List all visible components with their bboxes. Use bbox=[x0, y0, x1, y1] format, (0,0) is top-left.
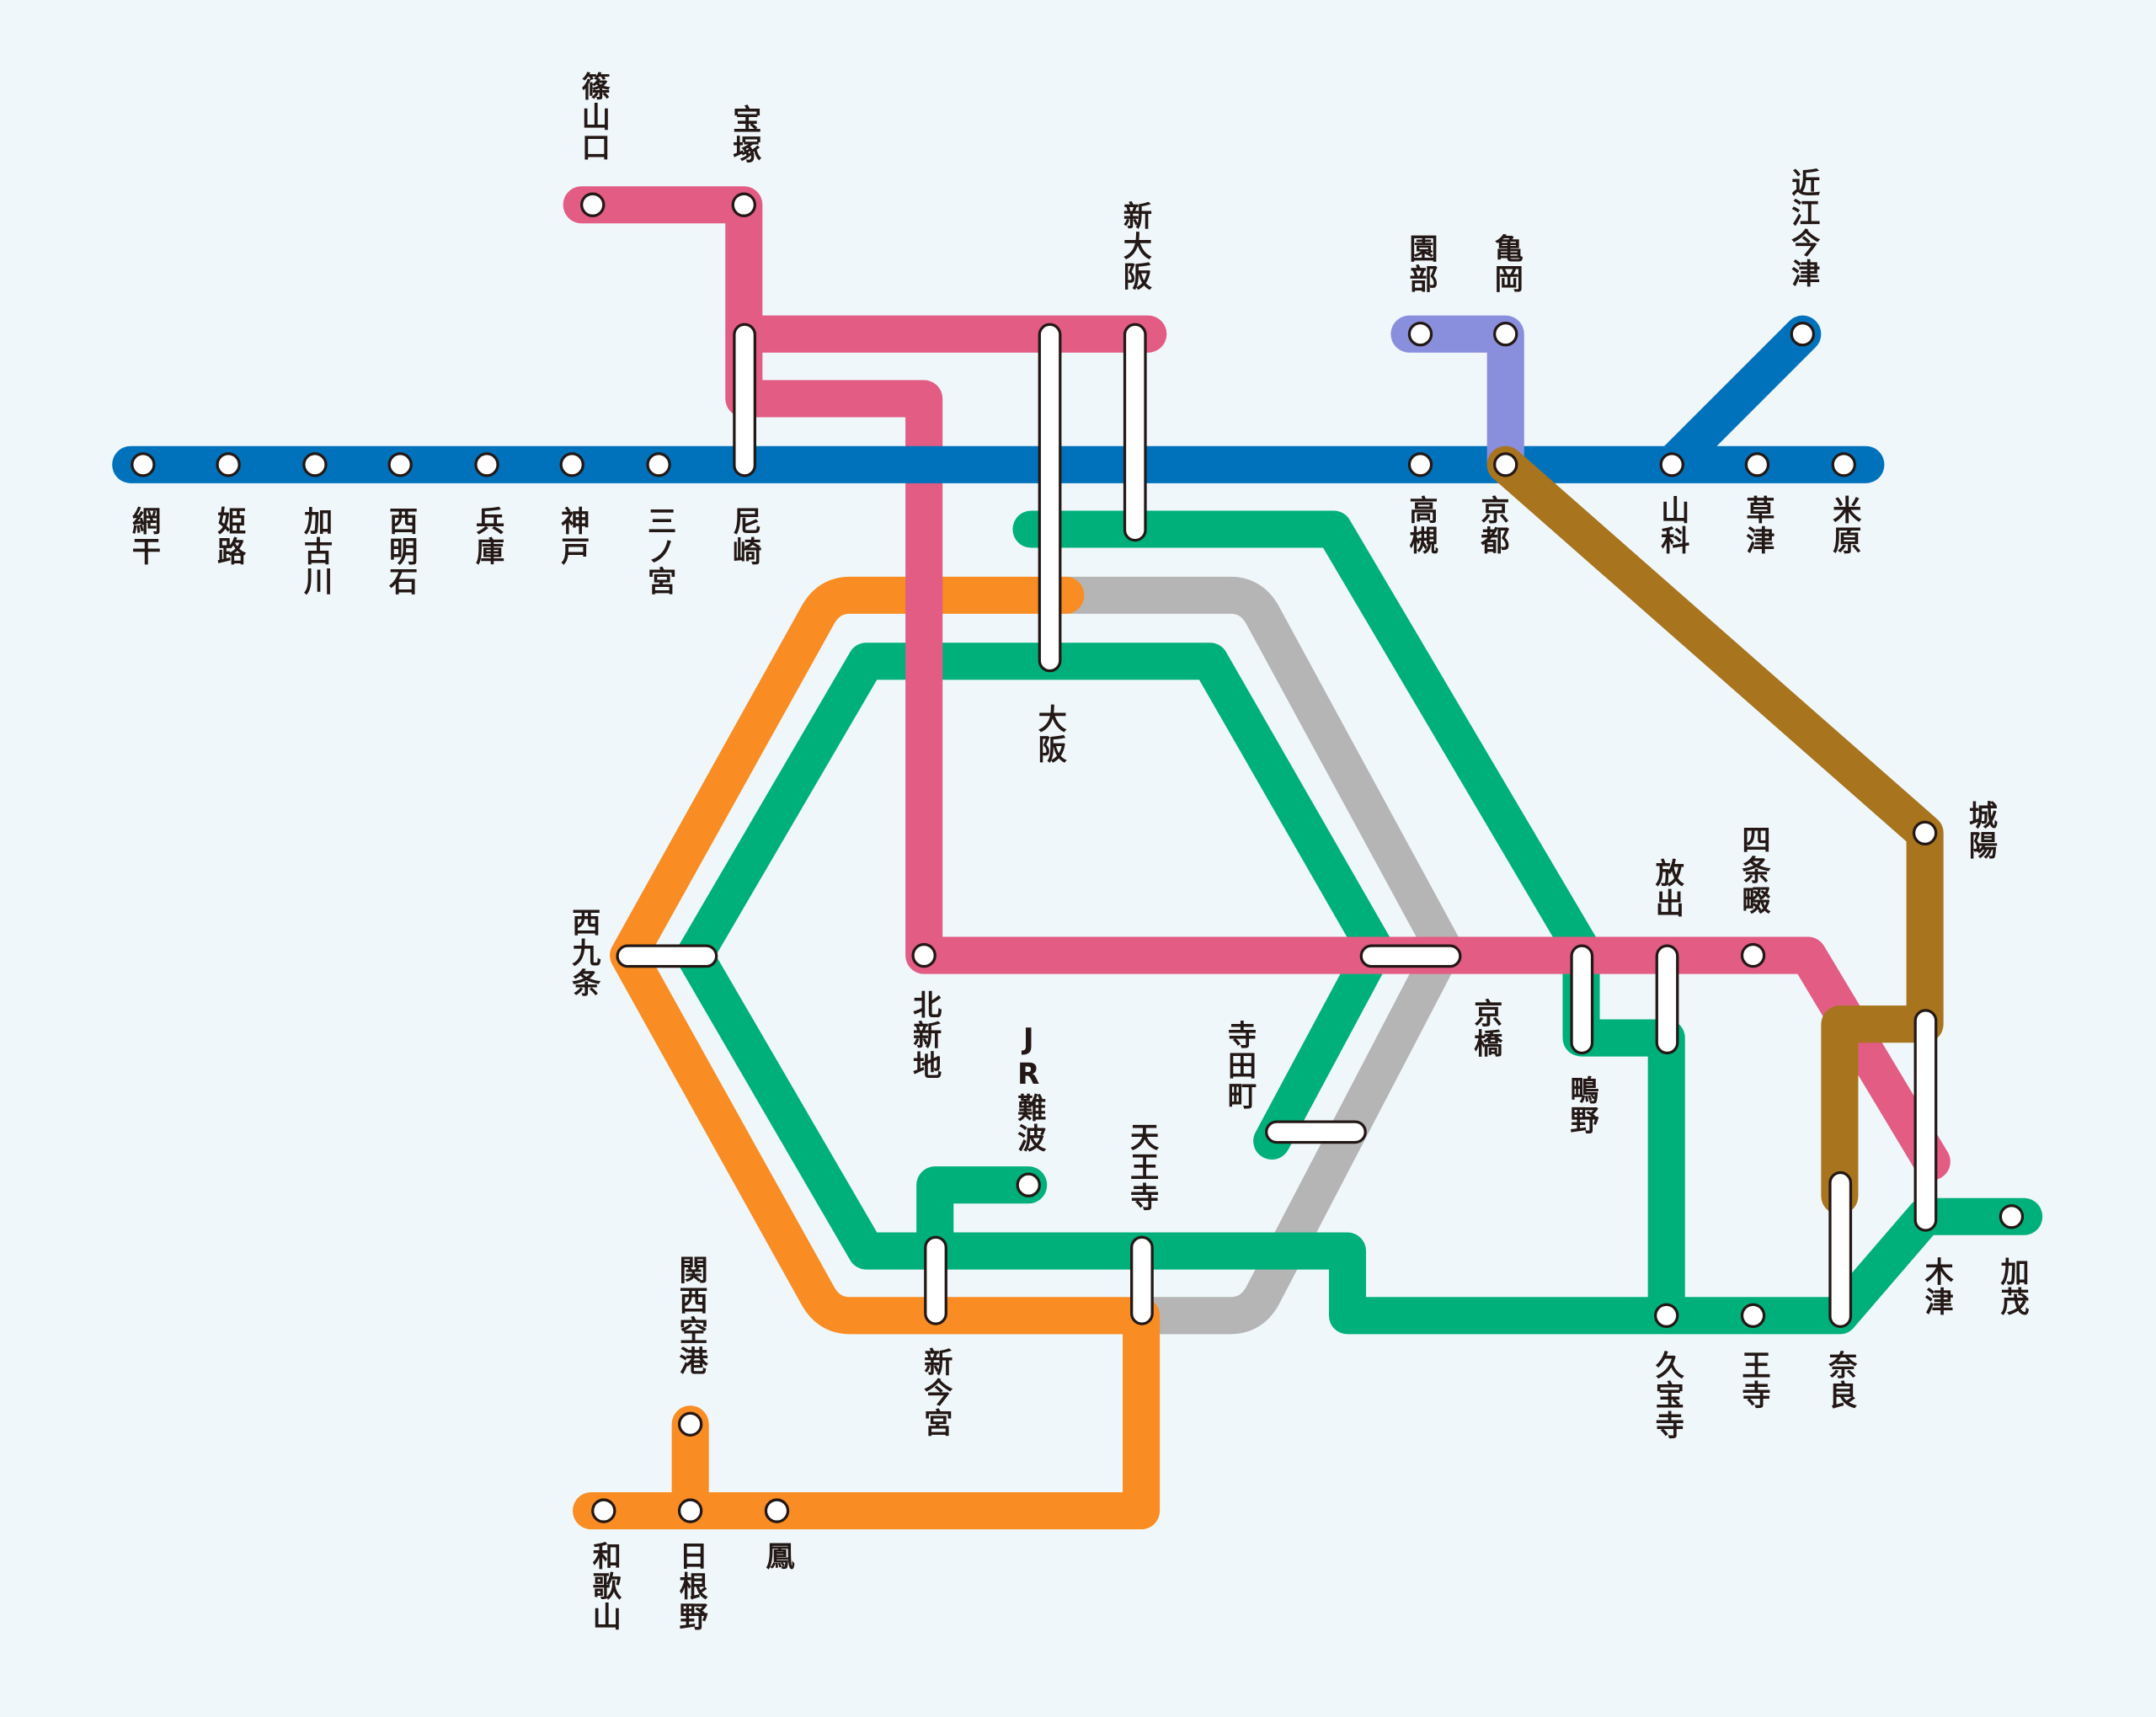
station-marker[interactable] bbox=[1493, 322, 1518, 347]
station-label[interactable]: 木津 bbox=[1919, 1256, 1954, 1317]
station-label[interactable]: 兵庫 bbox=[470, 506, 504, 567]
station-label[interactable]: 網干 bbox=[126, 506, 161, 567]
station-label[interactable]: 新今宮 bbox=[918, 1347, 953, 1438]
station-label[interactable]: 近江今津 bbox=[1785, 168, 1820, 289]
interchange-bar[interactable] bbox=[733, 323, 756, 477]
station-label[interactable]: 三ノ宮 bbox=[642, 506, 675, 597]
interchange-bar[interactable] bbox=[1038, 323, 1062, 673]
interchange-bar[interactable] bbox=[1828, 1170, 1853, 1329]
station-marker[interactable] bbox=[580, 192, 606, 217]
station-label[interactable]: 園部 bbox=[1403, 234, 1437, 295]
station-labels: 網干 姫路 加古川 西明石 兵庫 神戸 三ノ宮 尼崎 高槻 京都 山科 草津 米… bbox=[126, 72, 2030, 1632]
station-label[interactable]: 大阪 bbox=[1033, 704, 1067, 765]
interchange-bar[interactable] bbox=[1130, 1235, 1154, 1325]
station-label[interactable]: 加古川 bbox=[298, 506, 333, 597]
station-marker[interactable] bbox=[677, 1411, 703, 1437]
interchange-bar[interactable] bbox=[1359, 944, 1462, 968]
station-marker[interactable] bbox=[1744, 452, 1770, 477]
station-label[interactable]: 四条畷 bbox=[1737, 825, 1771, 916]
station-label[interactable]: 米原 bbox=[1827, 495, 1861, 556]
station-marker[interactable] bbox=[559, 452, 584, 477]
station-markers bbox=[131, 192, 2025, 1523]
orange-line[interactable] bbox=[573, 576, 1161, 1530]
station-marker[interactable] bbox=[1016, 1172, 1041, 1197]
station-label[interactable]: 西明石 bbox=[383, 506, 419, 597]
station-marker[interactable] bbox=[1407, 452, 1433, 477]
station-marker[interactable] bbox=[1790, 322, 1816, 347]
station-label[interactable]: 神戸 bbox=[555, 506, 590, 567]
station-marker[interactable] bbox=[1831, 452, 1856, 477]
station-marker[interactable] bbox=[677, 1498, 703, 1523]
station-label[interactable]: 篠山口 bbox=[576, 72, 611, 163]
station-marker[interactable] bbox=[216, 452, 241, 477]
station-label[interactable]: 王寺 bbox=[1737, 1350, 1770, 1410]
station-label[interactable]: 北新地 bbox=[907, 989, 942, 1080]
station-label[interactable]: 城陽 bbox=[1963, 800, 1998, 861]
station-marker[interactable] bbox=[131, 452, 156, 477]
interchange-bar[interactable] bbox=[616, 944, 718, 968]
station-marker[interactable] bbox=[1654, 1303, 1679, 1329]
station-label[interactable]: 尼崎 bbox=[727, 506, 760, 567]
station-marker[interactable] bbox=[302, 452, 328, 477]
station-label[interactable]: 奈良 bbox=[1822, 1350, 1858, 1410]
interchange-bar[interactable] bbox=[924, 1235, 947, 1325]
station-marker[interactable] bbox=[911, 942, 937, 968]
station-label[interactable]: 関西空港 bbox=[674, 1255, 708, 1376]
station-marker[interactable] bbox=[1999, 1204, 2025, 1229]
station-label[interactable]: 和歌山 bbox=[587, 1541, 622, 1632]
station-label[interactable]: JR難波 bbox=[1011, 1023, 1046, 1154]
station-label[interactable]: 草津 bbox=[1740, 495, 1774, 556]
station-marker[interactable] bbox=[1407, 322, 1433, 347]
interchange-bar[interactable] bbox=[1570, 944, 1594, 1055]
station-label[interactable]: 天王寺 bbox=[1124, 1122, 1159, 1213]
interchange-bar[interactable] bbox=[1123, 323, 1147, 542]
station-marker[interactable] bbox=[1659, 452, 1684, 477]
purple-line[interactable] bbox=[1390, 315, 1524, 483]
station-label[interactable]: 京橋 bbox=[1468, 998, 1502, 1058]
station-label[interactable]: 高槻 bbox=[1403, 495, 1438, 556]
station-label[interactable]: 亀岡 bbox=[1489, 234, 1524, 295]
station-marker[interactable] bbox=[474, 452, 499, 477]
station-marker[interactable] bbox=[387, 452, 413, 477]
station-label[interactable]: 京都 bbox=[1475, 495, 1510, 556]
interchange-bar[interactable] bbox=[1913, 1009, 1938, 1232]
interchange-bar[interactable] bbox=[1655, 944, 1679, 1055]
station-marker[interactable] bbox=[591, 1498, 616, 1523]
interchange-bar[interactable] bbox=[1265, 1120, 1367, 1144]
station-marker[interactable] bbox=[646, 452, 671, 477]
blue-line[interactable] bbox=[112, 315, 1885, 483]
station-label[interactable]: 姫路 bbox=[211, 506, 246, 567]
station-label[interactable]: 鴫野 bbox=[1564, 1075, 1598, 1136]
station-label[interactable]: 宝塚 bbox=[727, 104, 761, 165]
station-label[interactable]: 新大阪 bbox=[1118, 200, 1152, 291]
station-marker[interactable] bbox=[1912, 820, 1938, 845]
station-label[interactable]: 日根野 bbox=[674, 1541, 708, 1632]
station-label[interactable]: 久宝寺 bbox=[1650, 1350, 1684, 1441]
station-marker[interactable] bbox=[1493, 452, 1518, 477]
station-label[interactable]: 山科 bbox=[1655, 495, 1689, 556]
station-label[interactable]: 鳳 bbox=[760, 1541, 794, 1571]
station-label[interactable]: 加茂 bbox=[1994, 1256, 2029, 1317]
station-marker[interactable] bbox=[764, 1498, 790, 1523]
station-marker[interactable] bbox=[1740, 942, 1766, 968]
station-label[interactable]: 西九条 bbox=[566, 907, 600, 998]
station-marker[interactable] bbox=[731, 192, 756, 217]
station-label[interactable]: 放出 bbox=[1650, 858, 1684, 919]
station-marker[interactable] bbox=[1740, 1303, 1766, 1329]
green-line-loop[interactable] bbox=[675, 510, 2043, 1335]
station-label[interactable]: 寺田町 bbox=[1222, 1020, 1256, 1111]
